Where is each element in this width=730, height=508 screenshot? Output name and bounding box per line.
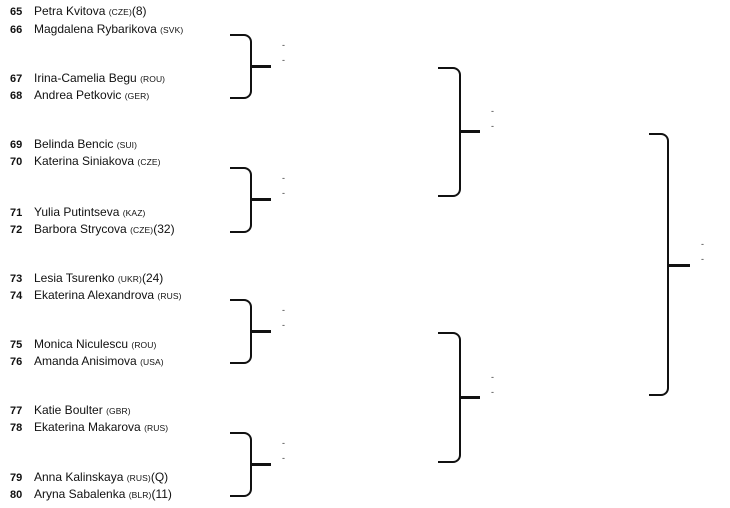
player-name: Andrea Petkovic <box>34 88 122 102</box>
score-placeholder: - <box>491 387 494 397</box>
score-placeholder: - <box>282 320 285 330</box>
player-row[interactable]: 65 Petra Kvitova (CZE)(8) <box>10 3 147 19</box>
player-name: Anna Kalinskaya <box>34 470 124 484</box>
bracket-round2 <box>438 332 461 463</box>
score-placeholder: - <box>491 372 494 382</box>
player-country: (USA) <box>140 357 164 367</box>
score-placeholder: - <box>282 188 285 198</box>
score-placeholder: - <box>282 305 285 315</box>
player-row[interactable]: 66 Magdalena Rybarikova (SVK) <box>10 21 183 37</box>
player-name: Monica Niculescu <box>34 337 129 351</box>
player-row[interactable]: 67 Irina-Camelia Begu (ROU) <box>10 70 165 86</box>
bracket-round2 <box>438 67 461 197</box>
player-row[interactable]: 70 Katerina Siniakova (CZE) <box>10 153 161 169</box>
score-placeholder: - <box>491 106 494 116</box>
player-row[interactable]: 77 Katie Boulter (GBR) <box>10 402 131 418</box>
player-country: (GER) <box>124 91 150 101</box>
player-row[interactable]: 80 Aryna Sabalenka (BLR)(11) <box>10 486 172 502</box>
player-country: (KAZ) <box>122 208 146 218</box>
bracket-round1 <box>230 167 252 233</box>
player-row[interactable]: 78 Ekaterina Makarova (RUS) <box>10 419 168 435</box>
player-seed: (24) <box>141 271 164 285</box>
score-placeholder: - <box>282 40 285 50</box>
player-row[interactable]: 69 Belinda Bencic (SUI) <box>10 136 137 152</box>
bracket-connector <box>252 463 271 466</box>
draw-position: 78 <box>10 422 23 434</box>
score-placeholder: - <box>491 121 494 131</box>
score-placeholder: - <box>701 254 704 264</box>
player-name: Irina-Camelia Begu <box>34 71 137 85</box>
player-country: (CZE) <box>130 225 154 235</box>
player-name: Ekaterina Alexandrova <box>34 288 155 302</box>
bracket-round1 <box>230 299 252 364</box>
draw-position: 65 <box>10 6 23 18</box>
player-row[interactable]: 72 Barbora Strycova (CZE)(32) <box>10 221 175 237</box>
score-placeholder: - <box>282 173 285 183</box>
bracket-connector <box>461 396 480 399</box>
player-country: (CZE) <box>137 157 161 167</box>
draw-position: 80 <box>10 489 23 501</box>
bracket-connector <box>252 65 271 68</box>
player-row[interactable]: 68 Andrea Petkovic (GER) <box>10 87 149 103</box>
bracket-connector <box>252 198 271 201</box>
draw-position: 70 <box>10 156 23 168</box>
player-country: (RUS) <box>126 473 151 483</box>
bracket-round1 <box>230 34 252 99</box>
player-country: (ROU) <box>131 340 157 350</box>
player-country: (BLR) <box>128 490 152 500</box>
player-name: Magdalena Rybarikova <box>34 22 157 36</box>
player-seed: (11) <box>151 487 172 501</box>
bracket-connector <box>669 264 690 267</box>
player-country: (SUI) <box>116 140 138 150</box>
draw-position: 73 <box>10 273 23 285</box>
score-placeholder: - <box>282 438 285 448</box>
player-country: (SVK) <box>160 25 184 35</box>
draw-position: 75 <box>10 339 23 351</box>
player-row[interactable]: 71 Yulia Putintseva (KAZ) <box>10 204 145 220</box>
draw-position: 79 <box>10 472 23 484</box>
draw-position: 74 <box>10 290 23 302</box>
player-country: (GBR) <box>106 406 131 416</box>
score-placeholder: - <box>282 453 285 463</box>
player-row[interactable]: 73 Lesia Tsurenko (UKR)(24) <box>10 270 163 286</box>
player-name: Katie Boulter <box>34 403 103 417</box>
draw-position: 76 <box>10 356 23 368</box>
player-country: (RUS) <box>144 423 169 433</box>
player-name: Amanda Anisimova <box>34 354 137 368</box>
player-seed: (32) <box>153 222 175 236</box>
draw-position: 71 <box>10 207 23 219</box>
player-country: (UKR) <box>117 274 142 284</box>
player-name: Petra Kvitova <box>34 4 106 18</box>
player-name: Belinda Bencic <box>34 137 114 151</box>
bracket-connector <box>461 130 480 133</box>
player-row[interactable]: 79 Anna Kalinskaya (RUS)(Q) <box>10 469 168 485</box>
player-name: Katerina Siniakova <box>34 154 135 168</box>
draw-position: 67 <box>10 73 23 85</box>
player-country: (ROU) <box>140 74 166 84</box>
draw-position: 66 <box>10 24 23 36</box>
player-country: (CZE) <box>108 7 132 17</box>
player-row[interactable]: 75 Monica Niculescu (ROU) <box>10 336 156 352</box>
player-country: (RUS) <box>157 291 182 301</box>
draw-position: 69 <box>10 139 23 151</box>
draw-position: 77 <box>10 405 23 417</box>
score-placeholder: - <box>282 55 285 65</box>
draw-position: 68 <box>10 90 23 102</box>
player-name: Yulia Putintseva <box>34 205 120 219</box>
player-name: Ekaterina Makarova <box>34 420 141 434</box>
bracket-connector <box>252 330 271 333</box>
score-placeholder: - <box>701 239 704 249</box>
player-row[interactable]: 74 Ekaterina Alexandrova (RUS) <box>10 287 182 303</box>
player-name: Barbora Strycova <box>34 222 127 236</box>
player-name: Aryna Sabalenka <box>34 487 126 501</box>
bracket-round3 <box>649 133 669 396</box>
bracket-round1 <box>230 432 252 497</box>
player-seed: (8) <box>131 4 147 18</box>
player-name: Lesia Tsurenko <box>34 271 115 285</box>
player-row[interactable]: 76 Amanda Anisimova (USA) <box>10 353 164 369</box>
draw-position: 72 <box>10 224 23 236</box>
player-seed: (Q) <box>150 470 169 484</box>
